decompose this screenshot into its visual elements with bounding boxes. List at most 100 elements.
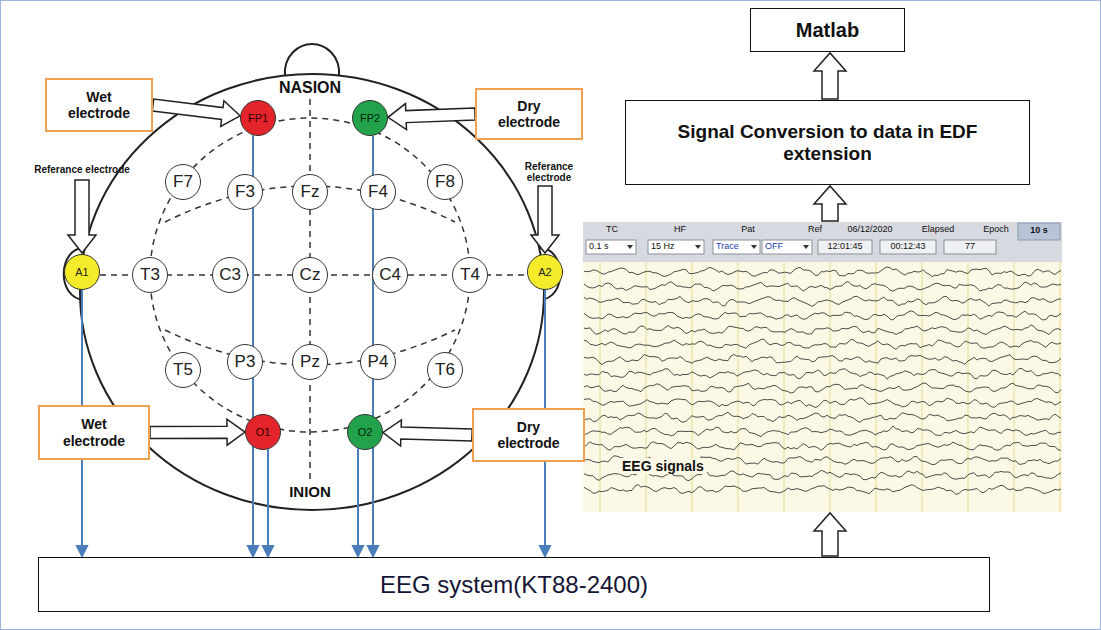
grid-line (1014, 262, 1015, 512)
node-label: T5 (173, 360, 193, 380)
electrode-circle: T6 (427, 352, 463, 388)
node-label: Wet electrode (54, 416, 134, 448)
node-label: T4 (460, 265, 480, 285)
electrode-circle: P4 (360, 344, 396, 380)
toolbar-label: TC (606, 225, 618, 235)
node-label: Wet electrode (59, 89, 139, 121)
toolbar-value: 77 (965, 242, 975, 252)
landmark-label: NASION (276, 79, 344, 97)
callout-box: Dry electrode (475, 88, 583, 140)
eeg-trace (584, 355, 1061, 365)
process-box: Matlab (750, 8, 905, 52)
toolbar-label: Pat (741, 225, 755, 235)
eeg-trace (584, 442, 1061, 451)
eeg-trace (584, 426, 1061, 437)
eeg-trace (584, 412, 1061, 422)
reference-label: Referance electrode (34, 164, 130, 175)
node-label: C3 (219, 265, 241, 285)
electrode-circle: FP2 (352, 100, 388, 136)
toolbar-value: 15 Hz (651, 242, 675, 252)
callout-box: Wet electrode (38, 405, 150, 460)
screen-ground (583, 262, 1062, 512)
electrode-circle: C4 (372, 257, 408, 293)
node-label: A1 (75, 266, 88, 279)
node-label: Cz (300, 265, 321, 285)
electrode-circle: Cz (292, 257, 328, 293)
node-label: EEG signals (619, 458, 707, 474)
node-label: FP1 (248, 112, 268, 125)
node-label: Dry electrode (489, 98, 569, 130)
electrode-circle: A1 (64, 254, 100, 290)
node-label: Matlab (796, 19, 859, 42)
callout-arrow (388, 104, 475, 130)
grid-line (692, 262, 693, 512)
eeg-trace (584, 398, 1061, 408)
screen-toolbar (583, 222, 1062, 262)
electrode-circle: F4 (360, 174, 396, 210)
node-label: O2 (358, 426, 373, 439)
electrode-circle: T4 (452, 257, 488, 293)
grid-line (876, 262, 877, 512)
electrode-circle: F7 (165, 164, 201, 200)
eeg-trace (584, 325, 1061, 335)
nose-outline (285, 44, 339, 77)
eeg-trace (584, 282, 1061, 292)
eeg-screen: EEG signals (583, 222, 1062, 512)
reference-arrow (68, 180, 96, 253)
eeg-trace (584, 383, 1061, 393)
electrode-circle: T5 (165, 352, 201, 388)
toolbar-value: 12:01:45 (827, 242, 862, 252)
toolbar-label: Elapsed (922, 225, 955, 235)
eeg-trace (584, 296, 1061, 306)
toolbar-value: Trace (716, 242, 739, 252)
electrode-circle: T3 (132, 257, 168, 293)
electrode-circle: FP1 (240, 100, 276, 136)
node-label: FP2 (360, 112, 380, 125)
callout-arrow (383, 420, 472, 446)
eeg-trace (584, 311, 1061, 320)
electrode-circle: O1 (245, 414, 281, 450)
node-label: Pz (300, 352, 320, 372)
toolbar-button (1018, 223, 1060, 240)
signal-wire (353, 449, 363, 556)
toolbar-value: 0.1 s (589, 242, 609, 252)
toolbar-field (818, 240, 872, 254)
toolbar-label: Ref (808, 225, 822, 235)
node-label: F3 (235, 182, 255, 202)
node-label: F8 (435, 172, 455, 192)
toolbar-field (944, 240, 996, 254)
electrode-circle: C3 (212, 257, 248, 293)
toolbar-label: Epoch (983, 225, 1009, 235)
node-label: F4 (368, 182, 388, 202)
toolbar-dropdown (648, 240, 704, 254)
node-label: T3 (140, 265, 160, 285)
grid-line (784, 262, 785, 512)
eeg-trace (584, 339, 1061, 349)
node-label: T6 (435, 360, 455, 380)
toolbar-value: OFF (765, 242, 783, 252)
eeg-trace (584, 267, 1061, 277)
signal-wire (263, 449, 273, 556)
eeg-trace (584, 485, 1061, 495)
node-label: A2 (538, 266, 551, 279)
process-box: Signal Conversion to data in EDF extensi… (625, 100, 1030, 185)
node-label: Dry electrode (489, 419, 569, 451)
toolbar-label: HF (674, 225, 686, 235)
flow-arrow (814, 513, 846, 556)
node-label: C4 (379, 265, 401, 285)
flow-arrow (814, 186, 846, 221)
toolbar-field (880, 240, 936, 254)
callout-box: Wet electrode (45, 78, 153, 132)
callout-box: Dry electrode (472, 408, 585, 462)
node-label: P4 (368, 352, 389, 372)
toolbar-value: 00:12:43 (890, 242, 925, 252)
eeg-trace (584, 369, 1061, 380)
node-label: P3 (235, 352, 256, 372)
node-label: Signal Conversion to data in EDF extensi… (643, 121, 1013, 165)
electrode-circle: P3 (227, 344, 263, 380)
toolbar-label: 06/12/2020 (847, 225, 892, 235)
reference-arrow (531, 186, 559, 253)
callout-arrow (150, 419, 245, 445)
system-box: EEG system(KT88-2400) (38, 557, 990, 612)
